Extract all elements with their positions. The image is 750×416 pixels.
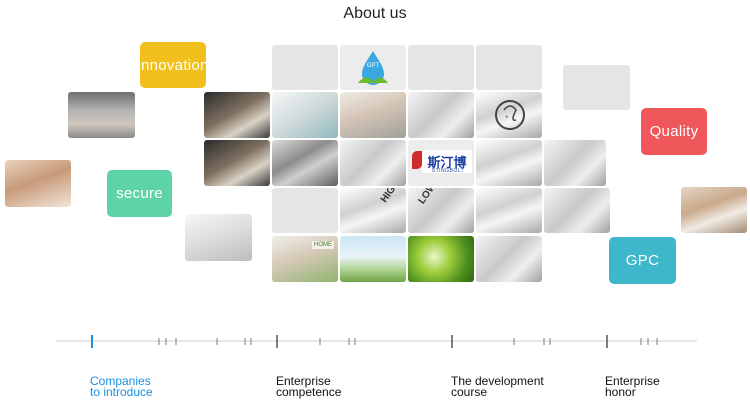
power-switch-icon: + [495,100,525,130]
secure-tile[interactable]: secure [107,170,172,217]
brand-logo-tile[interactable]: 斯汀博 STINGBOLT [408,140,474,186]
brand-logo-icon [412,151,422,169]
knob-tile-r2c3[interactable] [408,92,474,138]
sleeping-baby-photo[interactable] [5,160,71,207]
gpc-label: GPC [625,252,660,269]
outdoor-family-photo[interactable] [340,236,406,282]
knob-tile-r4c5[interactable] [544,188,610,233]
grid-tile-r1c1[interactable] [272,45,338,90]
home-family-photo[interactable]: HOME [272,236,338,282]
girl-breathing-photo[interactable] [340,92,406,138]
innovation-label: innovation [140,56,206,74]
gpc-tile[interactable]: GPC [609,237,676,284]
timeline-item-competence[interactable]: Enterprise competence [276,374,342,399]
conference-photo-top[interactable] [204,92,270,138]
knob-tile-r5c4[interactable] [476,236,542,282]
timeline-item-line1: Companies [90,374,151,388]
timeline-item-line1: The development [451,374,544,388]
car-interior-photo[interactable] [272,140,338,186]
timeline-item-line2: course [451,385,488,399]
brand-subtitle: STINGBOLT [431,168,465,174]
green-particles-photo[interactable] [408,236,474,282]
floating-gray-tile[interactable] [563,65,630,110]
timeline-item-line1: Enterprise [276,374,331,388]
secure-label: secure [116,185,163,202]
timeline-item-companies[interactable]: Companies to introduce [90,374,153,399]
page-title: About us [343,5,407,22]
svg-text:+: + [505,115,509,121]
grid-tile-r1c3[interactable] [408,45,474,90]
knob-tile-r3c5[interactable] [544,140,606,186]
knob-low-tile[interactable]: LOW [408,188,474,233]
timeline-item-line2: competence [276,385,342,399]
timeline-item-line2: to introduce [90,385,153,399]
knob-tile-r3c4[interactable] [476,140,542,186]
conference-photo-bottom[interactable] [204,140,270,186]
switch-icon-tile[interactable]: + [476,92,542,138]
workshop-photo[interactable] [68,92,135,138]
family-photo[interactable] [681,187,747,233]
purifier-device-photo[interactable] [272,92,338,138]
water-drop-icon: GPT [358,51,388,85]
home-caption: HOME [312,241,334,249]
timeline-item-honor[interactable]: Enterprise honor [605,374,660,399]
knob-tile-r3c2[interactable] [340,140,406,186]
knob-tile-r4c4[interactable] [476,188,542,233]
innovation-tile[interactable]: innovation [140,42,206,88]
brand-name: 斯汀博 [422,150,472,173]
quality-tile[interactable]: Quality [641,108,707,155]
gpt-tile[interactable]: GPT [340,45,406,90]
quality-label: Quality [649,123,699,140]
timeline-item-line1: Enterprise [605,374,660,388]
timeline-item-line2: honor [605,385,636,399]
grid-tile-r4c1[interactable] [272,188,338,233]
gpt-badge: GPT [367,63,380,69]
timeline-item-development[interactable]: The development course [451,374,544,399]
hands-photo[interactable] [185,214,252,261]
grid-tile-r1c4[interactable] [476,45,542,90]
knob-high-tile[interactable]: HIGH [340,188,406,233]
